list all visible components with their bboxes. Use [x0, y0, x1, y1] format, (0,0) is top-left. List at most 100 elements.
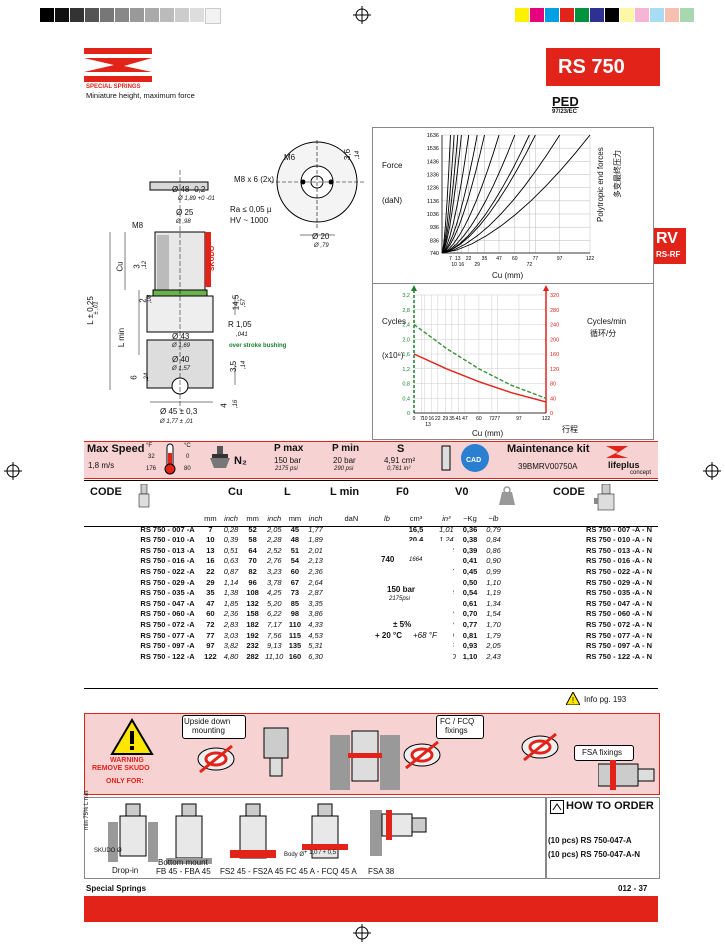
cell-lb: 1,54 — [486, 609, 501, 619]
cycles-x-tick: 0 — [413, 416, 416, 422]
force-curve — [441, 134, 516, 254]
force-y-tick: 1336 — [427, 173, 439, 179]
cell-code2: RS 750 - 022 -A - N — [586, 566, 652, 576]
dim-14-5-in: ,57 — [241, 298, 248, 308]
cycles-left-tick: 0,4 — [402, 396, 410, 402]
cell-code2: RS 750 - 047 -A - N — [586, 598, 652, 608]
dim-l-in: ± ,01 — [93, 301, 100, 315]
f0-lb: 1664 — [409, 557, 423, 563]
cell-lmin-in: 2,87 — [308, 588, 323, 598]
force-x-tick: 7 — [449, 256, 452, 262]
mounting-box — [84, 797, 546, 879]
dim-r105-in: ,041 — [236, 332, 248, 338]
cycles-right-label: Cycles/min — [587, 317, 627, 326]
dim-3-5: 3,5 — [229, 360, 239, 373]
pmin-label: P min — [332, 443, 360, 454]
cell-l: 282 — [246, 651, 259, 661]
cell-l-in: 9,13 — [266, 641, 282, 651]
cell-cu-in: 2,83 — [223, 619, 239, 629]
cycles-right-tick: 0 — [550, 411, 553, 417]
unit-lb: ~lb — [488, 514, 499, 523]
cell-code: RS 750 - 010 -A — [140, 535, 195, 545]
lifeplus-sub: concept — [630, 470, 652, 476]
cad-label: CAD — [466, 457, 482, 464]
force-x-tick: 10 — [451, 262, 457, 268]
table-row: RS 750 - 122 -A1224,8028211,101606,30163… — [84, 652, 658, 663]
pressure-note: 150 bar — [387, 585, 416, 594]
force-y-tick: 1436 — [427, 159, 439, 165]
temp-note-f: +68 °F — [413, 631, 437, 640]
table-row: RS 750 - 077 -A773,031927,561154,53106,6… — [84, 631, 658, 642]
cell-cu-in: 3,82 — [223, 641, 239, 651]
warning-line3: ONLY FOR: — [106, 778, 144, 785]
unit-lmin-in: inch — [308, 514, 323, 523]
dim-4: 4 — [219, 403, 229, 408]
cell-cu: 77 — [206, 630, 215, 640]
rod-n-icon — [594, 484, 615, 511]
subtitle: Miniature height, maximum force — [86, 91, 195, 100]
cell-cu: 29 — [206, 577, 215, 587]
cell-l-in: 3,23 — [266, 566, 282, 576]
pmin-psi: 290 psi — [334, 466, 354, 472]
cycles-per-min-line — [413, 353, 547, 403]
gas-valve-icon — [210, 446, 230, 468]
cell-cu-in: 1,14 — [223, 577, 239, 587]
dim-m8x6: M8 x 6 (2x) — [234, 175, 275, 184]
bottom-mount-label: Bottom mount — [158, 858, 208, 867]
fc-ring-icon — [403, 740, 441, 770]
unit-v0-cm3: cm³ — [409, 514, 423, 523]
force-y-tick: 740 — [430, 251, 439, 257]
force-curve — [441, 134, 478, 254]
cycles-left-tick: 0,8 — [402, 382, 410, 388]
cell-kg: 0,50 — [462, 577, 478, 587]
cell-code2: RS 750 - 016 -A - N — [586, 556, 652, 566]
order-line1: (10 pcs) RS 750-047-A — [548, 836, 632, 845]
warning-line2: REMOVE SKUDO — [92, 765, 150, 772]
force-curve — [441, 134, 455, 254]
cell-cu: 122 — [204, 651, 217, 661]
fc-label: FC / FCQ — [440, 717, 475, 726]
force-curve — [441, 134, 561, 254]
cell-kg: 0,36 — [462, 524, 478, 534]
cycles-x-tick: 7 — [420, 416, 423, 422]
force-x-tick: 35 — [482, 256, 488, 262]
cell-cu-in: 0,39 — [223, 535, 239, 545]
cell-l: 96 — [248, 577, 257, 587]
cell-l: 192 — [246, 630, 259, 640]
force-y-tick: 1036 — [427, 212, 439, 218]
thermometer-icon — [164, 443, 176, 475]
cell-kg: 0,61 — [462, 598, 478, 608]
force-side-en: Polytropic end forces — [596, 147, 605, 222]
cell-code2: RS 750 - 029 -A - N — [586, 577, 652, 587]
cell-v0: 20,4 — [408, 535, 424, 545]
cell-lmin: 67 — [290, 577, 300, 587]
cad-icon[interactable] — [460, 443, 490, 473]
cycles-right-tick: 240 — [550, 323, 559, 329]
table-bottom-rule — [84, 688, 658, 689]
cycles-right-label-cn: 循环/分 — [590, 329, 617, 338]
temp-note: + 20 °C — [375, 631, 402, 640]
cycles-left-label: Cycles — [382, 317, 407, 326]
unit-cu-mm: mm — [204, 514, 217, 523]
force-x-tick: 72 — [527, 262, 533, 268]
cell-lb: 2,05 — [486, 641, 501, 651]
s-in: 0,761 in² — [387, 466, 411, 472]
cycles-left-arrow — [411, 285, 417, 291]
n2-label: N₂ — [234, 455, 247, 467]
fc45-label: FC 45 A - FCQ 45 A — [286, 867, 357, 876]
warning-line1: WARNING — [110, 757, 144, 764]
cell-code: RS 750 - 035 -A — [140, 588, 195, 598]
cell-lmin-in: 2,36 — [308, 566, 323, 576]
maint-label: Maintenance kit — [507, 443, 590, 455]
cell-l: 52 — [248, 524, 257, 534]
cell-lb: 1,10 — [486, 577, 501, 587]
force-y-tick: 936 — [430, 225, 439, 231]
cycles-x-tick: 22 — [435, 416, 441, 422]
cycles-x-tick: 72 — [489, 416, 495, 422]
dim-r105: R 1,05 — [228, 320, 252, 329]
cell-lmin: 51 — [290, 545, 300, 555]
unit-kg: ~Kg — [463, 514, 477, 523]
cell-code2: RS 750 - 097 -A - N — [586, 641, 652, 651]
unit-lmin-mm: mm — [288, 514, 302, 523]
spec-bar — [84, 441, 658, 479]
